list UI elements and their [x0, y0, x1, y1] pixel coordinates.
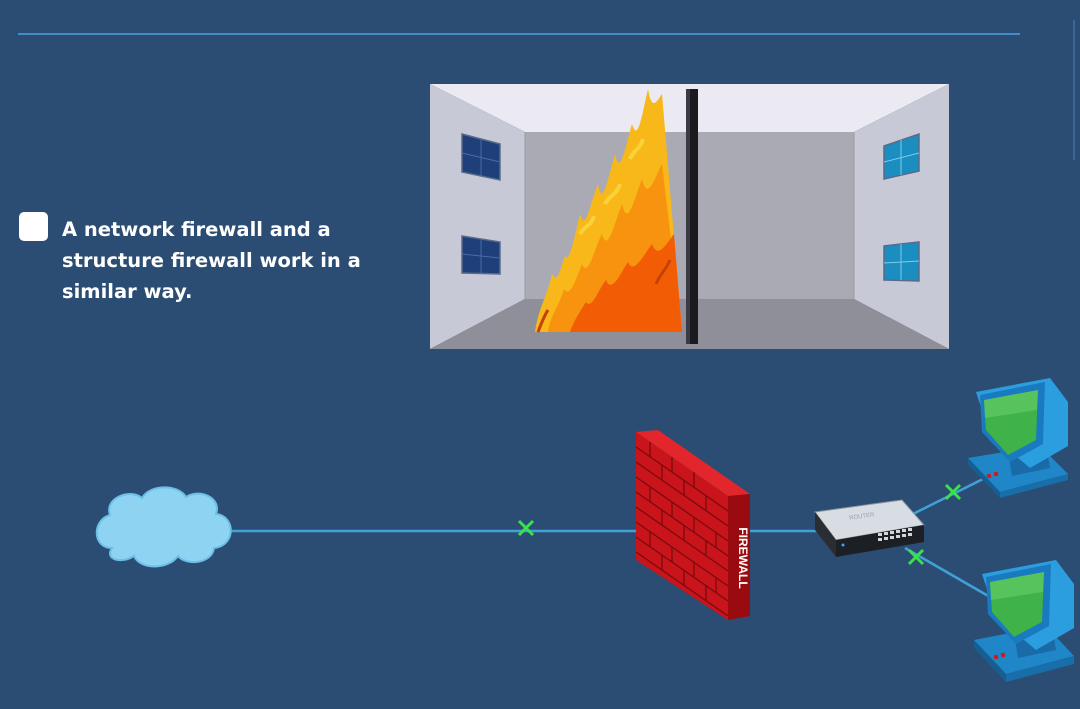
firewall-label: FIREWALL: [736, 527, 750, 588]
connection-marker-icon: [907, 548, 925, 566]
cloud-icon: [95, 486, 232, 568]
window-icon: [461, 133, 501, 181]
window-icon: [883, 241, 920, 282]
top-divider: [18, 33, 1020, 35]
right-edge-line: [1073, 20, 1075, 160]
window-icon: [883, 132, 920, 180]
brick-firewall-icon: FIREWALL: [635, 430, 750, 620]
connection-marker-icon: [944, 483, 962, 501]
connection-marker-icon: [517, 519, 535, 537]
computer-icon: [974, 560, 1074, 682]
building-fire-illustration: [430, 84, 949, 349]
computer-icon: [968, 378, 1068, 498]
cable-switch-pc2: [904, 546, 991, 599]
window-icon: [461, 235, 501, 275]
bullet-text: A network firewall and a structure firew…: [62, 218, 361, 303]
room-right-wall: [854, 84, 949, 349]
fire-icon: [535, 89, 682, 333]
switch-label: ROUTER: [849, 512, 876, 522]
room-left-wall: [430, 84, 525, 349]
checkbox-icon: [19, 212, 48, 241]
network-switch-icon: ROUTER: [814, 499, 925, 557]
